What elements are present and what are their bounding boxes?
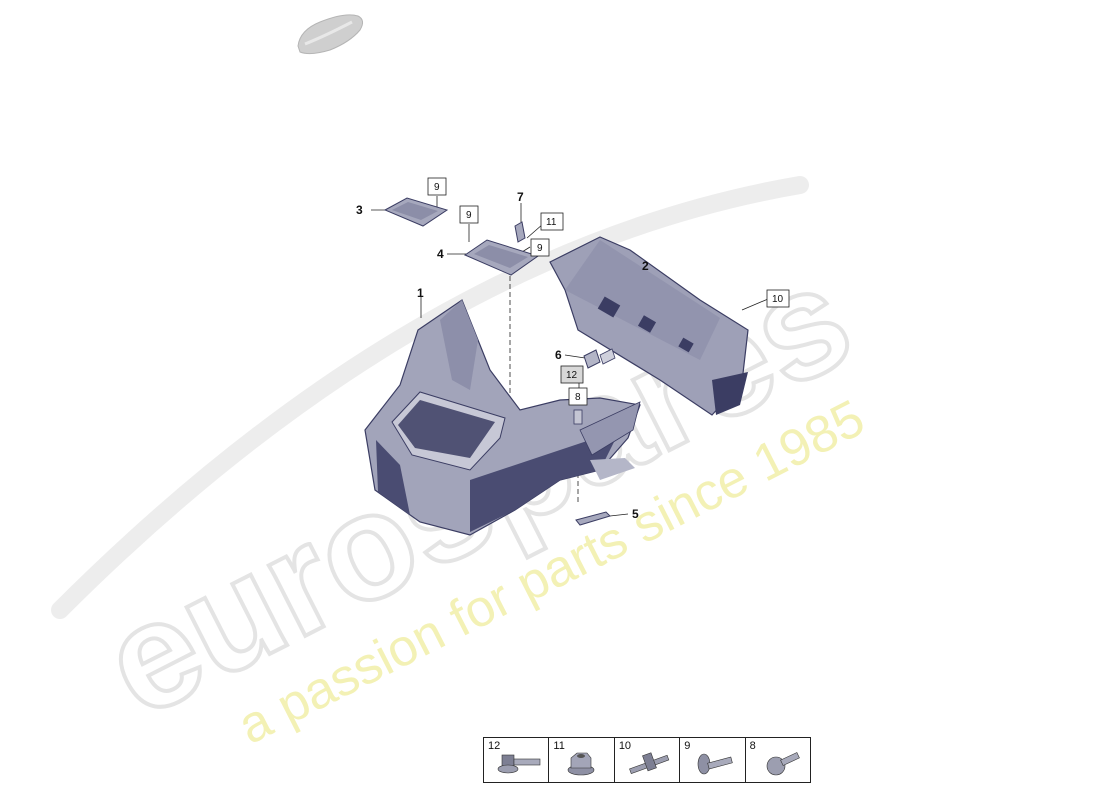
boxed-label-12: 12 <box>560 365 584 384</box>
pan-head-screw-icon <box>697 753 733 775</box>
legend-number: 11 <box>553 740 565 752</box>
boxed-label-11: 11 <box>540 212 564 231</box>
boxed-label-9a: 9 <box>427 177 447 196</box>
legend-number: 12 <box>488 740 501 752</box>
callout-6: 6 <box>555 348 562 362</box>
svg-text:9: 9 <box>537 243 543 254</box>
svg-text:10: 10 <box>772 294 784 305</box>
legend-item-10[interactable]: 10 <box>615 738 681 782</box>
dome-head-screw-icon <box>766 752 800 776</box>
part-5-strut[interactable] <box>575 511 611 526</box>
legend-number: 10 <box>618 740 632 752</box>
part-2-bulkhead[interactable] <box>549 236 749 416</box>
boxed-label-9b: 9 <box>459 205 479 224</box>
flange-nut-icon <box>568 752 595 776</box>
svg-text:9: 9 <box>434 182 440 193</box>
part-1-front-end-structure[interactable] <box>364 299 641 536</box>
callout-3: 3 <box>356 203 363 217</box>
callout-1: 1 <box>417 286 424 300</box>
callout-4: 4 <box>437 247 444 261</box>
legend-number: 9 <box>684 740 691 752</box>
svg-text:8: 8 <box>575 392 581 403</box>
svg-text:9: 9 <box>466 210 472 221</box>
callouts: 1 2 3 4 5 6 7 <box>356 190 649 521</box>
stud-bolt-icon <box>628 752 670 775</box>
bolt-8-marker <box>573 409 583 425</box>
callout-5: 5 <box>632 507 639 521</box>
boxed-label-9c: 9 <box>530 238 550 257</box>
boxed-labels: 9 9 11 9 10 12 8 <box>427 177 790 406</box>
boxed-label-8: 8 <box>568 387 588 406</box>
fastener-legend: 12 11 10 9 8 <box>483 737 811 783</box>
legend-item-9[interactable]: 9 <box>680 738 746 782</box>
part-6-bracket[interactable] <box>583 348 616 369</box>
flange-bolt-icon <box>497 754 541 774</box>
part-7-small-bracket[interactable] <box>514 221 526 243</box>
boxed-label-10: 10 <box>766 289 790 308</box>
legend-item-8[interactable]: 8 <box>746 738 810 782</box>
car-silhouette-icon <box>297 14 364 55</box>
legend-item-12[interactable]: 12 <box>484 738 550 782</box>
callout-7: 7 <box>517 190 524 204</box>
legend-number: 8 <box>749 740 756 752</box>
part-3-bracket-plate[interactable] <box>383 197 449 227</box>
legend-item-11[interactable]: 11 <box>549 738 615 782</box>
callout-2: 2 <box>642 259 649 273</box>
svg-text:11: 11 <box>546 217 557 228</box>
svg-text:12: 12 <box>566 370 578 381</box>
